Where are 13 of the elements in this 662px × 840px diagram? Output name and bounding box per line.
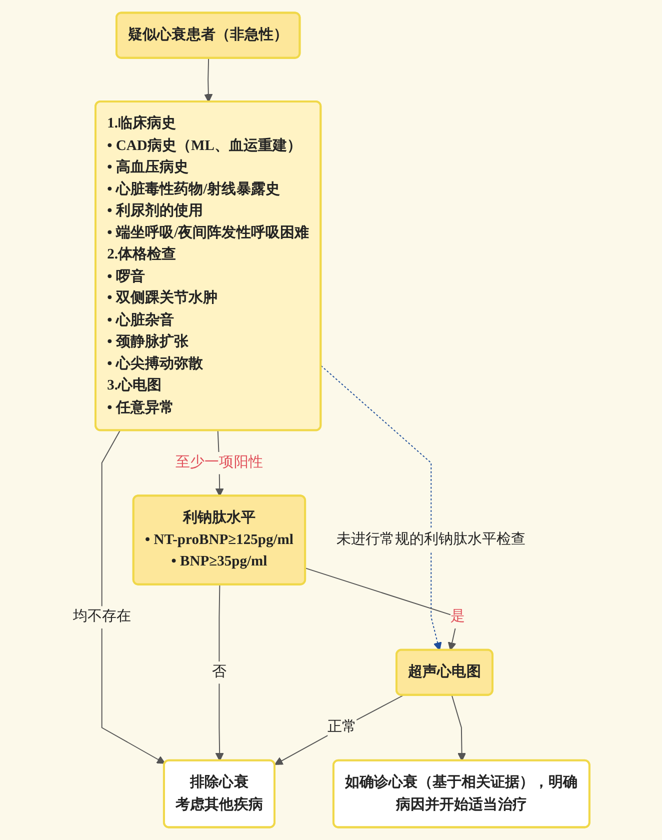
edge-label: 未进行常规的利钠肽水平检查 [336, 532, 526, 548]
edge-label: 至少一项阳性 [175, 454, 263, 470]
arrow [304, 568, 458, 651]
arrow [320, 365, 442, 651]
arrow [215, 584, 224, 762]
arrow [451, 694, 466, 762]
edge-label: 正常 [328, 720, 357, 736]
edge-label: 否 [212, 664, 226, 680]
arrow [204, 58, 213, 102]
edge-label: 是 [450, 609, 465, 625]
edge-label: 均不存在 [72, 609, 131, 625]
arrow [101, 430, 166, 764]
arrow [274, 694, 404, 765]
